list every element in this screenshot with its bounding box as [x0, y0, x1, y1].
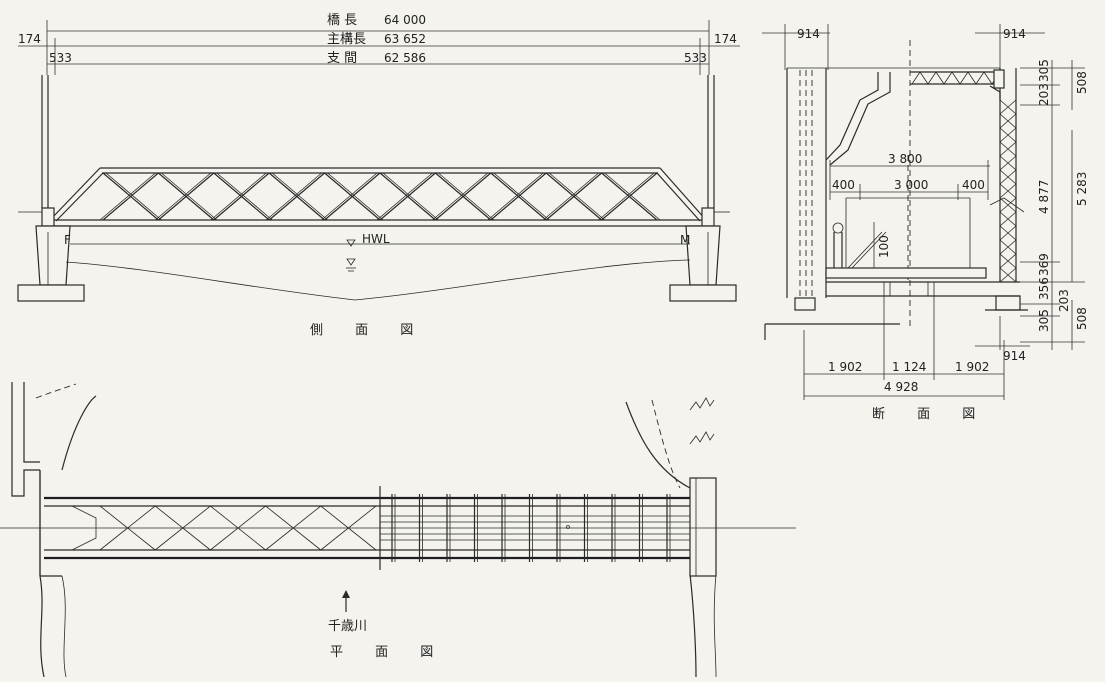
dim-1902-right: 1 902	[955, 360, 989, 374]
right-offset-533: 533	[684, 51, 707, 65]
right-offset-174: 174	[714, 32, 737, 46]
dim-100: 100	[877, 235, 891, 258]
abutment-left	[17, 75, 85, 302]
dim-1124: 1 124	[892, 360, 926, 374]
plan-floor-beams	[391, 494, 671, 562]
dim-305-bottom: 305	[1037, 309, 1051, 332]
top-lateral-bracing	[825, 69, 1005, 166]
dim-3000: 3 000	[894, 178, 928, 192]
plan-view: 千歳川 平 面 図	[0, 382, 796, 678]
plan-truss-bracing	[99, 505, 377, 551]
river-flow-arrow	[342, 590, 350, 612]
bridge-length-value: 64 000	[384, 13, 426, 27]
dim-203-bottom: 203	[1057, 289, 1071, 312]
dim-400-left: 400	[832, 178, 855, 192]
span-label: 支 間	[327, 51, 357, 66]
dim-5283: 5 283	[1075, 172, 1089, 206]
section-bottom-dimensions	[803, 296, 1030, 400]
dim-4928: 4 928	[884, 380, 918, 394]
right-bank	[625, 397, 717, 678]
riverbed-profile	[65, 259, 691, 301]
plan-view-caption: 平 面 図	[330, 645, 447, 660]
side-view-caption: 側 面 図	[310, 323, 427, 338]
truss-diagonals	[99, 172, 661, 221]
girder-length-label: 主構長	[327, 32, 366, 47]
bridge-length-label: 橋 長	[327, 13, 357, 28]
section-view-caption: 断 面 図	[872, 407, 989, 422]
plan-girders	[44, 486, 690, 570]
side-view-dimension-lines	[18, 20, 740, 75]
left-offset-174: 174	[18, 32, 41, 46]
dim-508-bottom: 508	[1075, 307, 1089, 330]
dim-914-bottom-right: 914	[1003, 349, 1026, 363]
water-level	[70, 239, 690, 272]
clearance-frame	[829, 160, 990, 268]
section-right-dimensions	[1020, 60, 1085, 350]
dim-1902-left: 1 902	[828, 360, 862, 374]
girder-length-value: 63 652	[384, 32, 426, 46]
abutment-right	[669, 75, 737, 302]
truss-elevation	[49, 167, 707, 227]
dim-508-top: 508	[1075, 71, 1089, 94]
left-offset-533: 533	[49, 51, 72, 65]
fixed-support-mark: F	[64, 233, 71, 247]
movable-support-mark: M	[680, 233, 690, 247]
dim-400-right: 400	[962, 178, 985, 192]
span-value: 62 586	[384, 51, 426, 65]
hwl-label: HWL	[362, 232, 390, 246]
right-truss-lattice	[999, 99, 1017, 283]
side-view: 橋 長 64 000 主構長 63 652 支 間 62 586 174 174…	[17, 13, 740, 338]
dim-369: 369	[1037, 253, 1051, 276]
left-bank	[11, 382, 97, 678]
main-truss-right	[985, 68, 1028, 311]
dim-203-top: 203	[1037, 83, 1051, 106]
dim-914-top-left: 914	[797, 27, 820, 41]
deck-floor	[825, 197, 1025, 297]
main-truss-left	[764, 67, 1000, 340]
section-view: 914 914	[762, 24, 1089, 422]
river-name-label: 千歳川	[328, 619, 367, 634]
dim-3800: 3 800	[888, 152, 922, 166]
dim-4877: 4 877	[1037, 180, 1051, 214]
dim-914-top-right: 914	[1003, 27, 1026, 41]
dim-305-top: 305	[1037, 59, 1051, 82]
section-top-dimensions	[762, 24, 1045, 70]
dim-356: 356	[1037, 277, 1051, 300]
